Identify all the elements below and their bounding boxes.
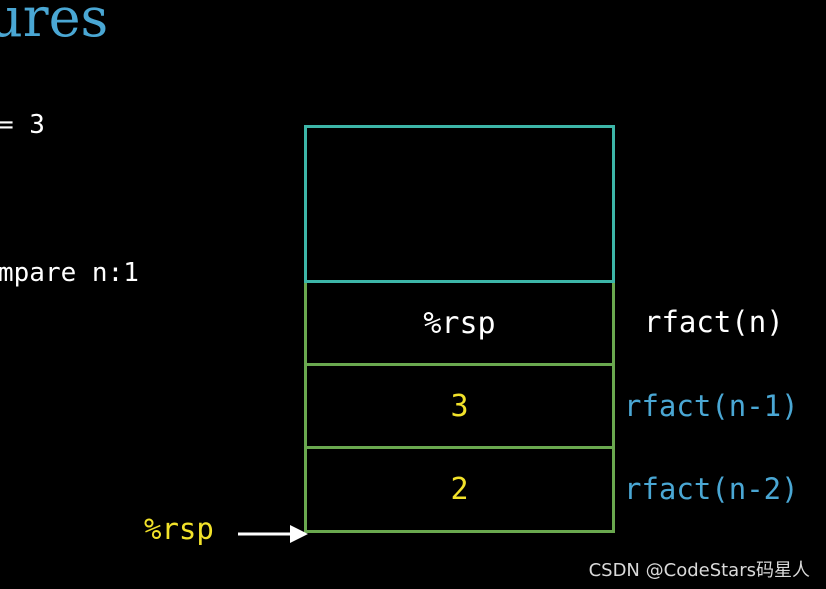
stack-cell-rsp-label: %rsp bbox=[423, 305, 496, 341]
code-line-compare: mpare n:1 bbox=[0, 258, 139, 288]
frame-label-rfact-n-2: rfact(n-2) bbox=[624, 472, 799, 506]
stack-cell-value-3-label: 3 bbox=[450, 388, 469, 424]
stack-diagram: %rsp 3 2 bbox=[304, 125, 619, 533]
stack-pointer-label: %rsp bbox=[144, 512, 214, 546]
right-arrow-icon bbox=[238, 525, 308, 543]
stack-cell-top bbox=[304, 125, 615, 283]
stack-cell-value-3: 3 bbox=[304, 366, 615, 449]
slide-title: ures bbox=[0, 0, 109, 49]
frame-label-rfact-n: rfact(n) bbox=[644, 305, 784, 339]
code-line-assignment: = 3 bbox=[0, 110, 45, 140]
stack-cell-rsp: %rsp bbox=[304, 283, 615, 366]
stack-cell-value-2: 2 bbox=[304, 449, 615, 533]
watermark: CSDN @CodeStars码星人 bbox=[588, 560, 810, 581]
stack-cell-value-2-label: 2 bbox=[450, 472, 469, 507]
frame-label-rfact-n-1: rfact(n-1) bbox=[624, 389, 799, 423]
